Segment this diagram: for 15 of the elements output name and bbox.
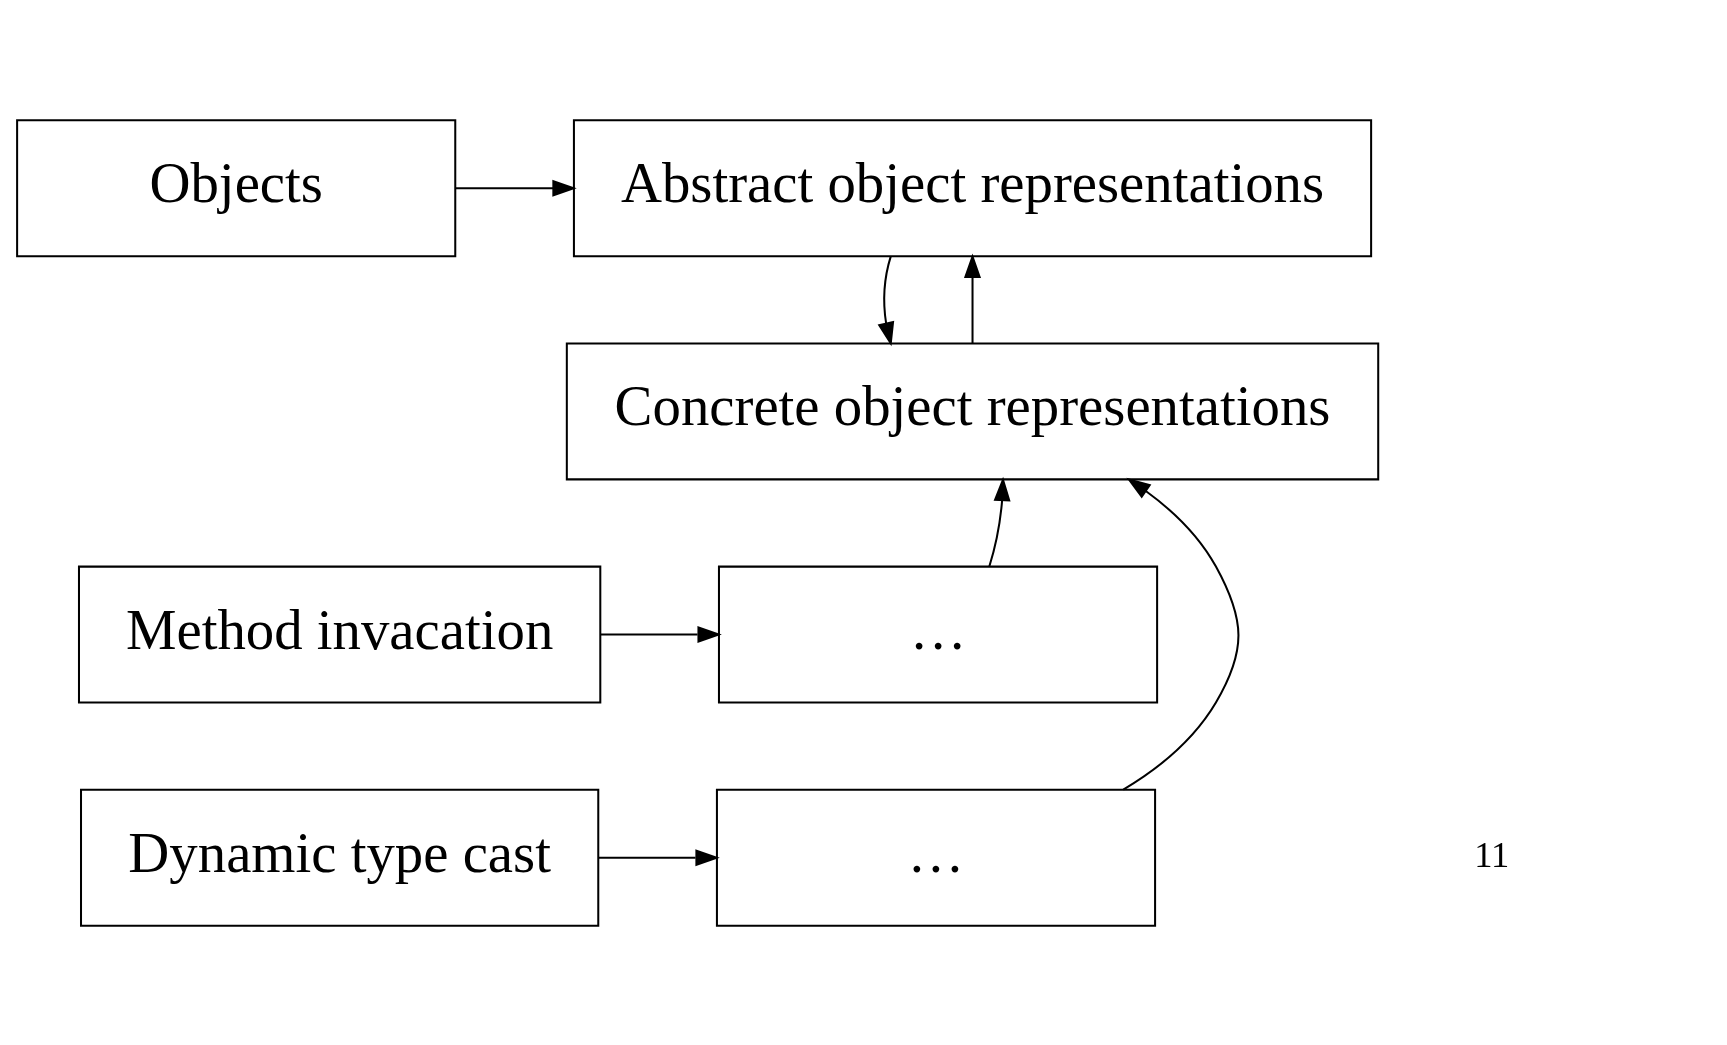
node-box: Dynamic type cast xyxy=(79,788,599,927)
arrow xyxy=(1122,477,1239,790)
node-box: Concrete object representations xyxy=(565,341,1379,480)
arrow xyxy=(987,476,1011,567)
arrow xyxy=(963,253,981,343)
node-box: Objects xyxy=(15,118,456,257)
node-box: Abstract object representations xyxy=(572,118,1372,257)
node-box: … xyxy=(717,565,1158,704)
arrow xyxy=(600,625,722,643)
arrow xyxy=(877,255,894,346)
node-box: Method invacation xyxy=(77,565,601,704)
node-box: … xyxy=(715,788,1156,927)
label: 11 xyxy=(1473,833,1509,875)
arrow xyxy=(455,179,577,197)
arrow xyxy=(598,848,720,866)
